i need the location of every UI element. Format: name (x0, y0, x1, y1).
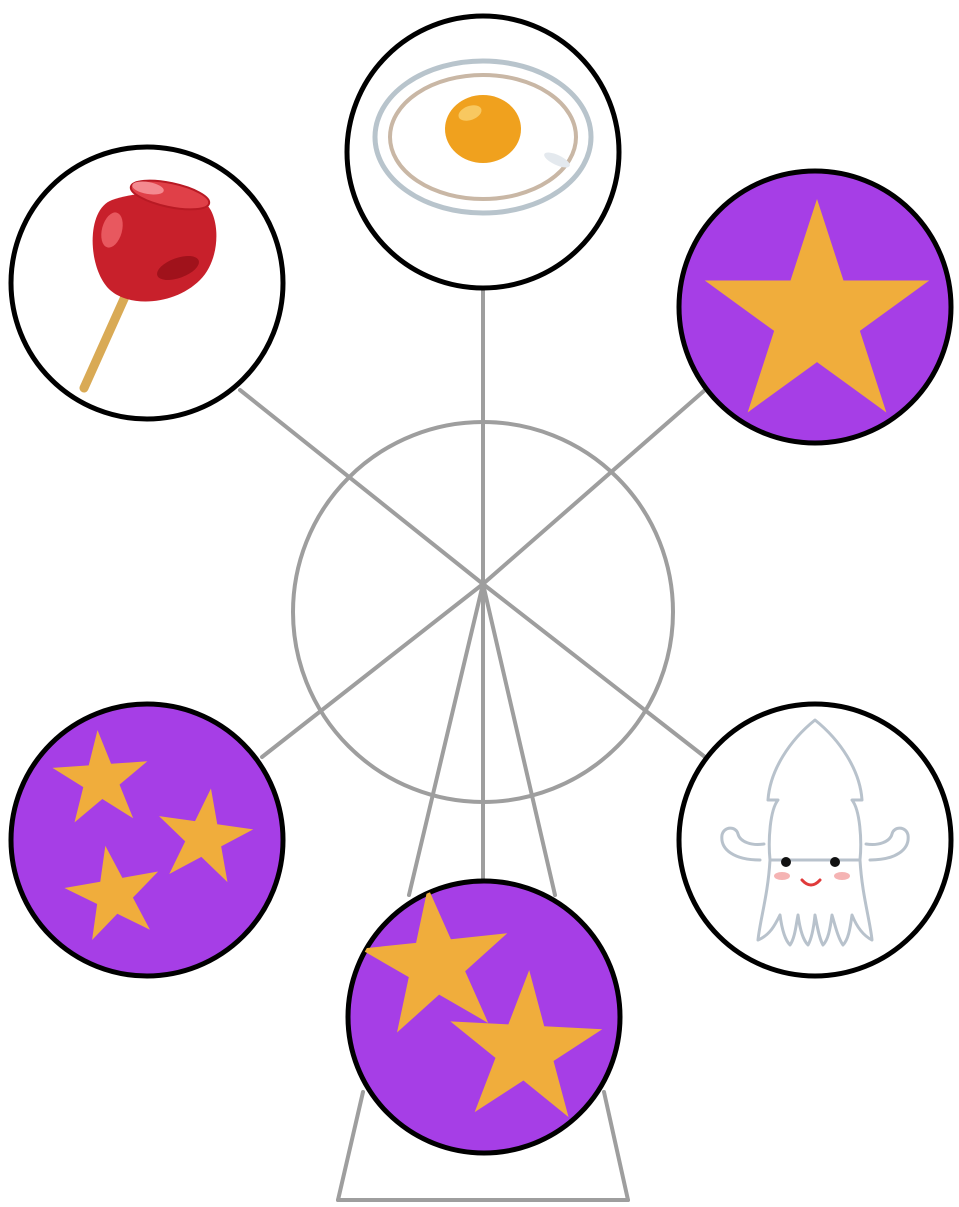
fried-egg-icon (375, 61, 591, 213)
support-leg-left-outer (338, 1092, 363, 1200)
support-leg-right-outer (604, 1092, 628, 1200)
spoke-upper-left (240, 390, 483, 584)
gondola-upper-left (11, 147, 283, 419)
support-leg-left-inner (409, 584, 483, 895)
squid-left-eye (781, 857, 791, 867)
gondola-lower-right (679, 704, 951, 976)
gondola-top (347, 16, 619, 288)
squid-right-eye (830, 857, 840, 867)
squid-left-cheek (774, 872, 790, 880)
gondola-upper-right (679, 171, 951, 443)
spoke-upper-right (483, 390, 705, 584)
gondola-bottom (348, 880, 620, 1153)
squid-right-cheek (834, 872, 850, 880)
gondola-lower-left (11, 704, 283, 976)
